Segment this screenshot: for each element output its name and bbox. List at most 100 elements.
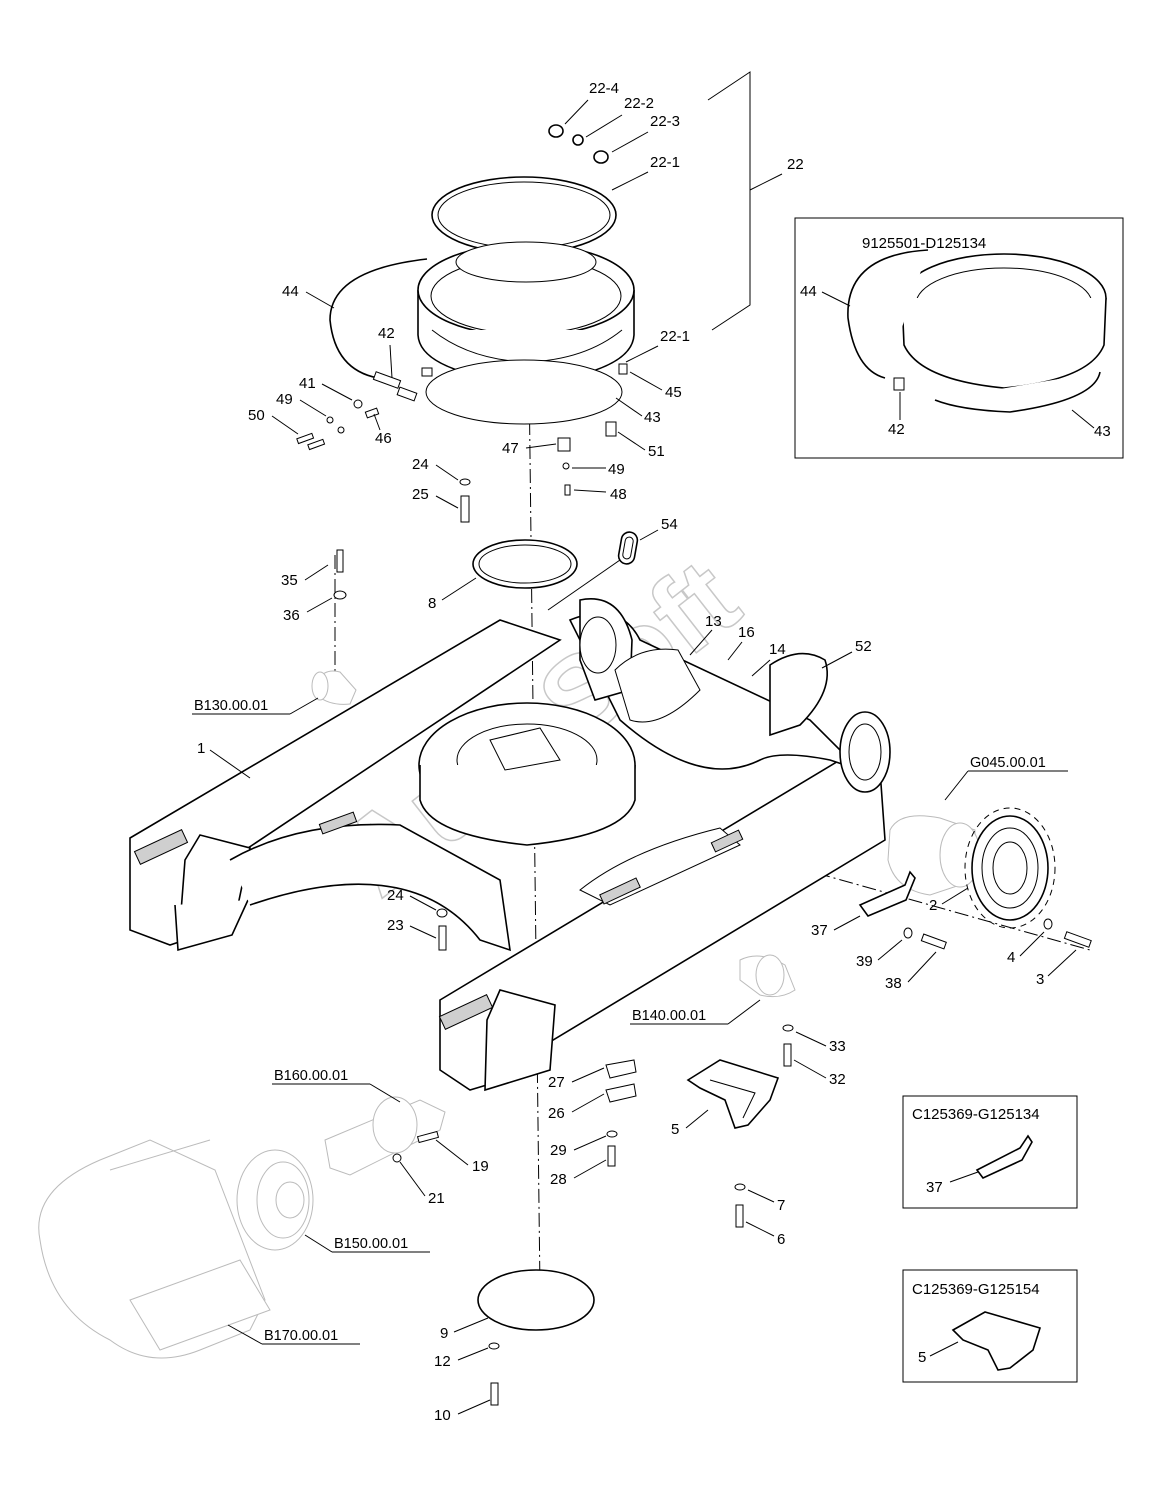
callout-16: 16: [738, 624, 755, 641]
lower-roller[interactable]: [739, 954, 796, 998]
callout-4: 4: [1007, 949, 1015, 966]
svg-text:B160.00.01: B160.00.01: [274, 1068, 348, 1084]
callout-27: 27: [548, 1074, 565, 1091]
bracket-5[interactable]: [686, 1059, 780, 1129]
callout-28: 28: [550, 1171, 567, 1188]
callouts: 22-4 22-2 22-3 22-1 22 44 42 22-1 41 45 …: [197, 71, 1077, 1424]
callout-10: 10: [434, 1407, 451, 1424]
idler-tensioner[interactable]: [324, 1096, 446, 1176]
callout-45: 45: [665, 384, 682, 401]
callout-29: 29: [550, 1142, 567, 1159]
callout-19: 19: [472, 1158, 489, 1175]
ref-idler[interactable]: B150.00.01: [304, 1234, 430, 1253]
svg-text:B140.00.01: B140.00.01: [632, 1008, 706, 1024]
callout-22-1-top: 22-1: [650, 154, 680, 171]
callout-35: 35: [281, 572, 298, 589]
callout-49-left: 49: [276, 391, 293, 408]
callout-42: 42: [378, 325, 395, 342]
plates-26-27[interactable]: [605, 1059, 637, 1167]
svg-text:B170.00.01: B170.00.01: [264, 1328, 338, 1344]
callout-22: 22: [787, 156, 804, 173]
callout-54: 54: [661, 516, 678, 533]
bushing-22-3[interactable]: [593, 150, 609, 164]
track-chain[interactable]: [38, 1139, 271, 1359]
sprocket-2[interactable]: [964, 807, 1056, 929]
callout-41: 41: [299, 375, 316, 392]
washer-12-bolt-10[interactable]: [488, 1342, 500, 1406]
inset-bracket-5-title: C125369-G125154: [912, 1281, 1040, 1298]
callout-38: 38: [885, 975, 902, 992]
washer-7-bolt-6[interactable]: [734, 1183, 746, 1228]
callout-46: 46: [375, 430, 392, 447]
inset-slewing-ring-title: 9125501-D125134: [862, 235, 986, 252]
hose-43-fittings[interactable]: [557, 363, 628, 496]
cover-54[interactable]: [617, 531, 639, 565]
callout-24-bottom: 24: [387, 887, 404, 904]
callout-50: 50: [248, 407, 265, 424]
callout-23: 23: [387, 917, 404, 934]
callout-inset-43: 43: [1094, 423, 1111, 440]
callout-52: 52: [855, 638, 872, 655]
callout-2: 2: [929, 897, 937, 914]
callout-13: 13: [705, 613, 722, 630]
cover-plate-9[interactable]: [477, 1269, 595, 1331]
inset-guard-37-title: C125369-G125134: [912, 1106, 1040, 1123]
callout-12: 12: [434, 1353, 451, 1370]
callout-21: 21: [428, 1190, 445, 1207]
callout-25: 25: [412, 486, 429, 503]
swing-bearing-ring[interactable]: [417, 241, 635, 425]
svg-text:B150.00.01: B150.00.01: [334, 1236, 408, 1252]
washer-39-bolt-38[interactable]: [903, 927, 947, 950]
washer-bolt-24-25[interactable]: [459, 478, 471, 523]
callout-24-top: 24: [412, 456, 429, 473]
callout-3: 3: [1036, 971, 1044, 988]
oring-22-2[interactable]: [572, 134, 584, 146]
fittings-41-50[interactable]: [296, 367, 433, 451]
ref-track[interactable]: B170.00.01: [227, 1324, 360, 1345]
callout-37: 37: [811, 922, 828, 939]
ref-idler-tensioner[interactable]: B160.00.01: [272, 1068, 401, 1103]
washer-24-bolt-23[interactable]: [436, 908, 448, 951]
callout-26: 26: [548, 1105, 565, 1122]
seal-ring-8[interactable]: [472, 539, 578, 589]
inset-guard-37: C125369-G125134 37: [902, 1095, 1078, 1209]
callout-39: 39: [856, 953, 873, 970]
callout-22-3: 22-3: [650, 113, 680, 130]
callout-8: 8: [428, 595, 436, 612]
ref-upper-roller[interactable]: B130.00.01: [192, 697, 319, 715]
lower-frame-1[interactable]: [129, 598, 891, 1092]
inset-bracket-5: C125369-G125154 5: [902, 1269, 1078, 1383]
callout-47: 47: [502, 440, 519, 457]
callout-51: 51: [648, 443, 665, 460]
hose-44[interactable]: [329, 258, 428, 379]
bolt-35-washer-36[interactable]: [333, 549, 347, 600]
callout-44: 44: [282, 283, 299, 300]
callout-9: 9: [440, 1325, 448, 1342]
callout-7: 7: [777, 1197, 785, 1214]
callout-22-1-mid: 22-1: [660, 328, 690, 345]
washer-33-bolt-32[interactable]: [782, 1024, 794, 1067]
ref-lower-roller[interactable]: B140.00.01: [630, 999, 761, 1025]
callout-5: 5: [671, 1121, 679, 1138]
callout-43: 43: [644, 409, 661, 426]
callout-33: 33: [829, 1038, 846, 1055]
seal-22-1-upper[interactable]: [431, 176, 617, 254]
callout-36: 36: [283, 607, 300, 624]
inset-slewing-ring: 9125501-D125134 44 42 43: [794, 217, 1124, 459]
bushing-22-4[interactable]: [548, 124, 564, 138]
callout-22-4: 22-4: [589, 80, 619, 97]
ref-travel-motor[interactable]: G045.00.01: [944, 755, 1068, 801]
callout-6: 6: [777, 1231, 785, 1248]
callout-14: 14: [769, 641, 786, 658]
callout-22-2: 22-2: [624, 95, 654, 112]
idler[interactable]: [236, 1149, 314, 1251]
svg-text:G045.00.01: G045.00.01: [970, 755, 1046, 771]
guard-37[interactable]: [858, 870, 916, 917]
callout-1: 1: [197, 740, 205, 757]
bolt-3-washer-4[interactable]: [1043, 918, 1092, 948]
callout-inset-44: 44: [800, 283, 817, 300]
callout-inset-37: 37: [926, 1179, 943, 1196]
upper-roller[interactable]: [311, 670, 357, 705]
callout-inset-5: 5: [918, 1349, 926, 1366]
